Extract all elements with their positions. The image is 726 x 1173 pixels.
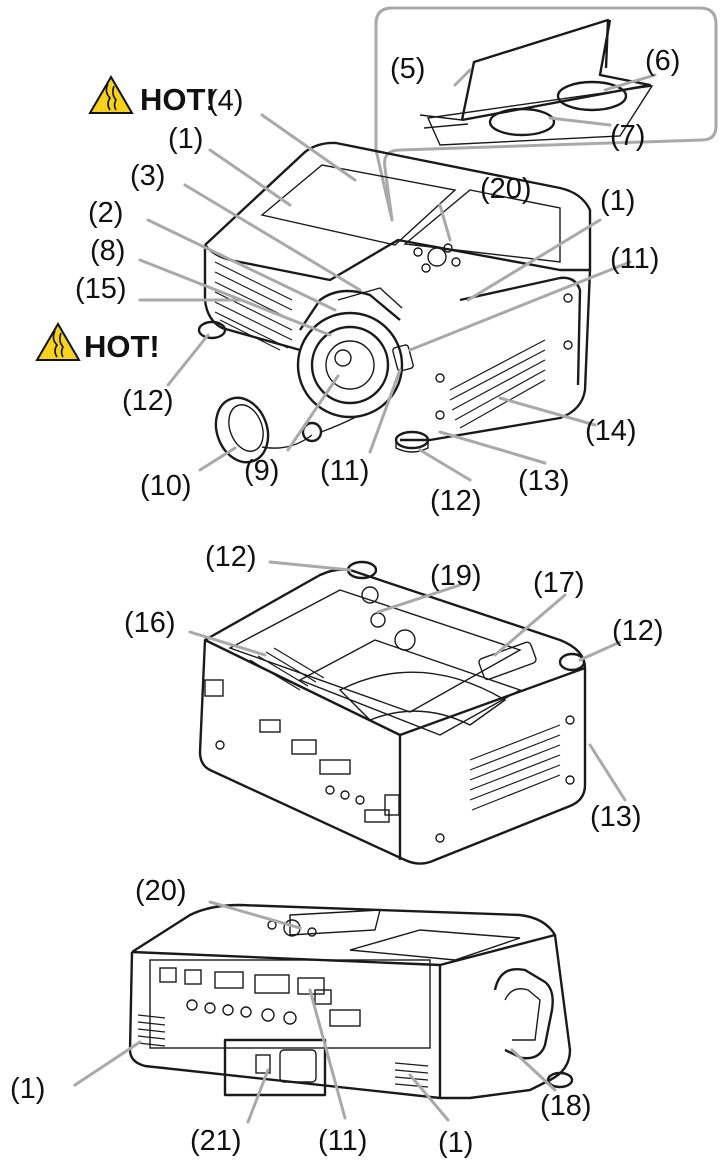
label-11: (11) bbox=[318, 1125, 367, 1157]
hot-surface-warning-icon bbox=[35, 322, 81, 361]
label-21: (21) bbox=[190, 1125, 242, 1157]
hot-warning-top: HOT! bbox=[88, 75, 216, 117]
label-19: (19) bbox=[430, 560, 482, 592]
label-18: (18) bbox=[540, 1090, 592, 1122]
label-12: (12) bbox=[122, 385, 174, 417]
label-13: (13) bbox=[518, 465, 570, 497]
label-6: (6) bbox=[645, 45, 680, 77]
label-11: (11) bbox=[320, 455, 369, 487]
label-3: (3) bbox=[130, 160, 165, 192]
label-20: (20) bbox=[480, 173, 532, 205]
label-5: (5) bbox=[390, 53, 425, 85]
bottom-view: (12) (19) (17) (16) (12) (13) bbox=[124, 541, 664, 865]
label-1: (1) bbox=[168, 123, 203, 155]
hot-warning-text: HOT! bbox=[140, 82, 216, 117]
projector-body-rear bbox=[128, 903, 574, 1100]
label-12: (12) bbox=[430, 485, 482, 517]
hot-warning-text: HOT! bbox=[84, 329, 160, 364]
label-16: (16) bbox=[124, 607, 176, 639]
label-1: (1) bbox=[438, 1127, 473, 1159]
label-1: (1) bbox=[600, 185, 635, 217]
label-10: (10) bbox=[140, 470, 192, 502]
magnified-callout bbox=[374, 6, 718, 222]
label-11: (11) bbox=[610, 243, 659, 275]
label-4: (4) bbox=[208, 85, 243, 117]
label-15: (15) bbox=[75, 273, 127, 305]
label-17: (17) bbox=[533, 567, 585, 599]
label-20: (20) bbox=[135, 875, 187, 907]
label-12: (12) bbox=[205, 541, 257, 573]
label-9: (9) bbox=[244, 455, 279, 487]
hot-warning-side: HOT! bbox=[35, 322, 160, 364]
label-12: (12) bbox=[612, 615, 664, 647]
label-14: (14) bbox=[585, 415, 637, 447]
hot-surface-warning-icon bbox=[88, 75, 134, 114]
label-7: (7) bbox=[610, 120, 645, 152]
rear-view: (20) (1) (21) (11) (1) (18) bbox=[10, 875, 592, 1159]
front-view: HOT! HOT! (4) (1) (3) (2) (8) (15) (12) … bbox=[35, 6, 718, 517]
label-13: (13) bbox=[590, 801, 642, 833]
lens-cap bbox=[214, 396, 357, 464]
label-2: (2) bbox=[88, 197, 123, 229]
label-8: (8) bbox=[90, 235, 125, 267]
label-1: (1) bbox=[10, 1073, 45, 1105]
